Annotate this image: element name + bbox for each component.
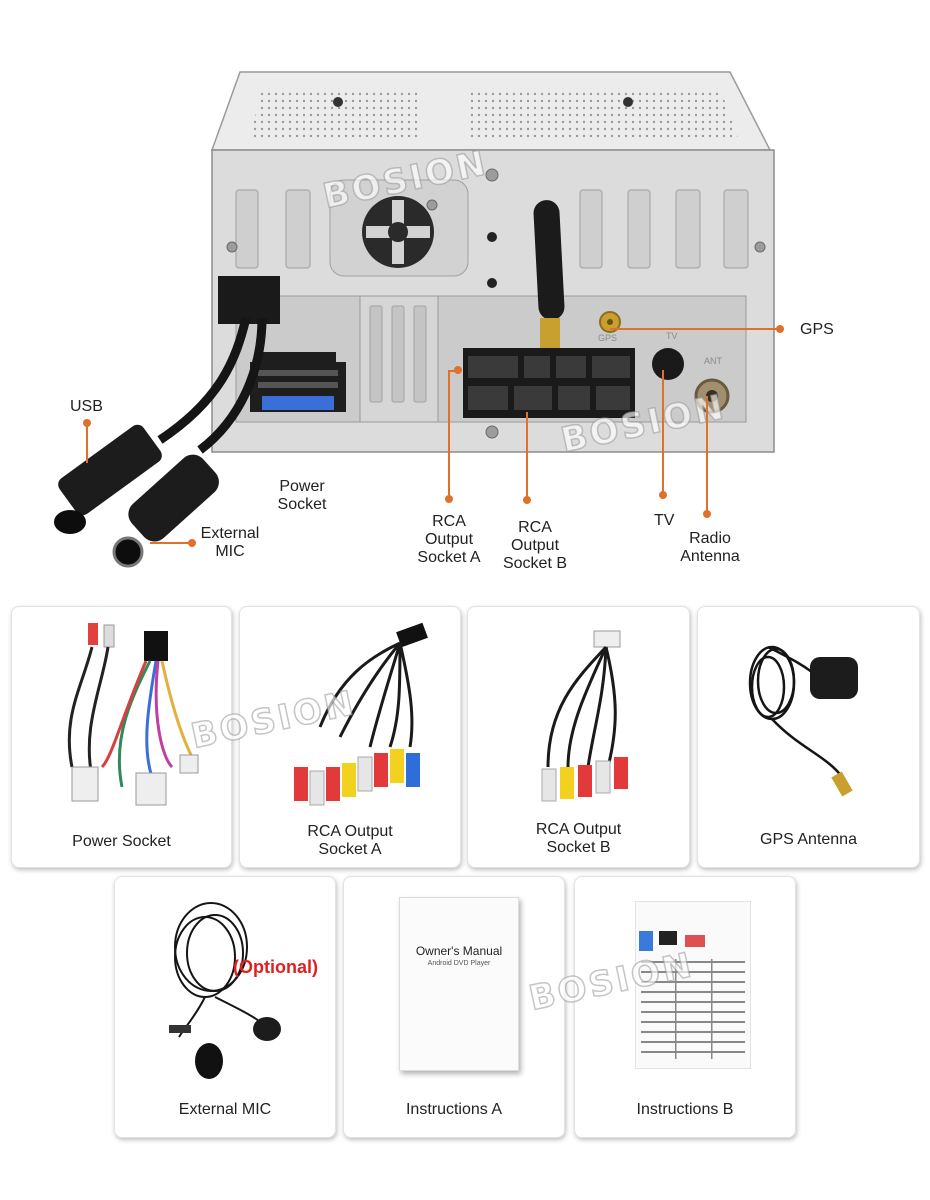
ant-callout-line-1: Radio bbox=[689, 530, 731, 547]
gps-antenna-image bbox=[748, 645, 858, 797]
owners-manual-title: Owner's Manual bbox=[415, 944, 503, 958]
mic-callout-line-2: MIC bbox=[215, 543, 245, 560]
optional-badge: (Optional) bbox=[233, 957, 318, 977]
external-mic-caption: External MIC bbox=[178, 1101, 272, 1118]
ant-callout-line-2: Antenna bbox=[680, 548, 740, 565]
ant-callout-label: Radio Antenna bbox=[676, 530, 744, 566]
power-callout-line-1: Power bbox=[279, 478, 325, 495]
power-callout-label: Power Socket bbox=[266, 478, 338, 514]
rca-a-callout-line-3: Socket A bbox=[417, 549, 481, 566]
ant-port-label: ANT bbox=[704, 356, 722, 366]
rca-a-callout-line-h bbox=[448, 370, 458, 372]
external-mic-image bbox=[169, 902, 281, 1079]
usb-callout-line bbox=[86, 423, 88, 463]
rca-b-caption-line-2: Socket B bbox=[546, 839, 611, 856]
mic-callout-line-1: External bbox=[200, 525, 260, 542]
accessory-card-gps-antenna: GPS Antenna bbox=[697, 606, 920, 868]
rca-a-cable-image bbox=[294, 622, 428, 806]
rca-a-callout-line-1: RCA bbox=[432, 513, 466, 530]
tv-callout-line bbox=[662, 370, 664, 494]
rca-b-callout-label: RCA Output Socket B bbox=[494, 519, 576, 573]
gps-callout-line bbox=[610, 328, 780, 330]
ant-callout-dot bbox=[703, 510, 711, 518]
device-rear-illustration bbox=[54, 71, 775, 568]
rca-b-callout-line-1: RCA bbox=[518, 519, 552, 536]
accessory-card-instructions-b: Instructions B bbox=[574, 876, 796, 1138]
rca-b-callout-line-3: Socket B bbox=[502, 555, 568, 572]
accessory-card-rca-b: RCA Output Socket B bbox=[467, 606, 690, 868]
rca-a-callout-line bbox=[448, 370, 450, 498]
rca-a-callout-dot bbox=[445, 495, 453, 503]
rca-b-caption: RCA Output Socket B bbox=[468, 821, 689, 857]
instructions-b-caption: Instructions B bbox=[636, 1101, 734, 1118]
accessory-card-external-mic: (Optional) External MIC bbox=[114, 876, 336, 1138]
ant-callout-line bbox=[706, 396, 708, 514]
mic-callout-line bbox=[150, 542, 190, 544]
power-callout-line-2: Socket bbox=[277, 496, 327, 513]
rca-b-caption-line-1: RCA Output bbox=[535, 821, 622, 838]
rca-a-caption-line-1: RCA Output bbox=[307, 823, 393, 840]
owners-manual-subtitle: Android DVD Player bbox=[427, 960, 491, 967]
gps-callout-dot bbox=[776, 325, 784, 333]
rca-a-caption-line-2: Socket A bbox=[318, 841, 382, 858]
rca-b-callout-dot bbox=[523, 496, 531, 504]
mic-callout-label: External MIC bbox=[198, 525, 262, 561]
power-socket-harness-image bbox=[67, 623, 199, 806]
rca-b-callout-line bbox=[526, 412, 528, 500]
rca-a-callout-line-2: Output bbox=[424, 531, 474, 548]
rca-b-callout-line-2: Output bbox=[510, 537, 560, 554]
accessory-card-power-socket: Power Socket bbox=[11, 606, 232, 868]
rca-b-cable-image bbox=[541, 630, 628, 802]
owners-manual-booklet: Owner's Manual Android DVD Player bbox=[399, 897, 519, 1071]
mic-callout-dot bbox=[188, 539, 196, 547]
rca-a-callout-label: RCA Output Socket A bbox=[408, 513, 490, 567]
usb-callout-label: USB bbox=[70, 398, 103, 415]
gps-port-label: GPS bbox=[598, 333, 618, 343]
instructions-a-caption: Instructions A bbox=[405, 1101, 503, 1118]
accessory-card-rca-a: RCA Output Socket A bbox=[239, 606, 461, 868]
rca-a-caption: RCA Output Socket A bbox=[240, 823, 460, 859]
tv-callout-label: TV bbox=[654, 512, 675, 529]
gps-callout-label: GPS bbox=[800, 321, 834, 338]
instructions-sheet-image bbox=[635, 901, 751, 1069]
tv-callout-dot bbox=[659, 491, 667, 499]
accessory-card-instructions-a: Owner's Manual Android DVD Player Instru… bbox=[343, 876, 565, 1138]
rca-a-callout-dot-top bbox=[454, 366, 462, 374]
tv-port-label: TV bbox=[666, 331, 678, 341]
power-socket-caption: Power Socket bbox=[72, 833, 171, 850]
gps-antenna-caption: GPS Antenna bbox=[760, 831, 857, 848]
